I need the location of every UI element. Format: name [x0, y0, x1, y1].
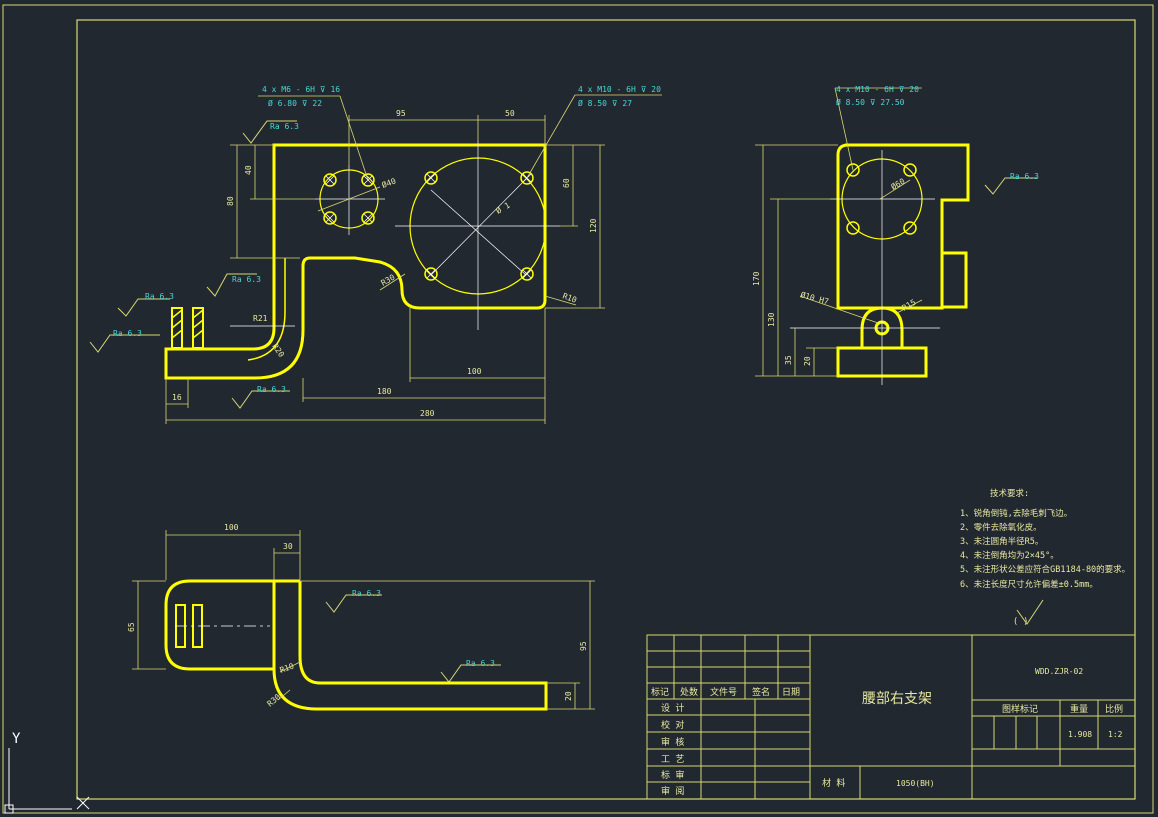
dim-60: 60 — [562, 178, 571, 188]
ra-label-8: Ra 6.3 — [466, 659, 495, 668]
dim-20: 20 — [803, 356, 812, 366]
dim-16: 16 — [172, 393, 182, 402]
front-view — [164, 143, 547, 380]
m10b-drill-callout: Ø 8.50 ⊽ 27.50 — [836, 97, 905, 107]
dim-280: 280 — [420, 409, 435, 418]
top-dim-30: 30 — [283, 542, 293, 551]
dim-180: 180 — [377, 387, 392, 396]
front-leaders — [258, 94, 662, 181]
tb-weight-label: 重量 — [1070, 703, 1088, 715]
phi10-label: Ø10 H7 — [799, 289, 830, 306]
r21-label: R21 — [253, 314, 268, 323]
m10-drill-callout: Ø 8.50 ⊽ 27 — [578, 98, 632, 108]
tb-role-4: 工 艺 — [661, 754, 684, 765]
m6-callout: 4 x M6 - 6H ⊽ 16 — [262, 85, 340, 94]
front-holes — [323, 171, 534, 281]
dim-120: 120 — [589, 218, 598, 233]
dim-130: 130 — [767, 312, 776, 327]
ucs-y-label: Y — [12, 731, 21, 747]
ra-label-5: Ra 6.3 — [257, 385, 286, 394]
tb-sign: 签名 — [752, 686, 770, 698]
top-dim-lines — [132, 530, 595, 710]
ra-label-6: Ra 6.3 — [1010, 172, 1039, 181]
tb-role-1: 设 计 — [661, 702, 684, 714]
ra-label-7: Ra 6.3 — [352, 589, 381, 598]
front-dim-lines — [165, 115, 605, 424]
ra-label-2: Ra 6.3 — [145, 292, 174, 301]
side-body — [836, 143, 970, 310]
tb-mark: 标记 — [651, 686, 669, 698]
note-1: 1、锐角倒钝,去除毛刺飞边。 — [960, 508, 1072, 519]
front-centerlines — [230, 140, 560, 330]
front-outline — [164, 143, 547, 380]
side-holes — [846, 163, 917, 235]
m10b-callout: 4 x M10 - 6H ⊽ 20 — [836, 85, 919, 94]
note-5: 5、未注形状公差应符合GB1184-80的要求。 — [960, 564, 1130, 575]
tb-role-6: 审 阅 — [661, 785, 684, 797]
top-outline — [164, 579, 548, 711]
material-value: 1050(BH) — [896, 779, 935, 788]
tb-count: 处数 — [680, 686, 698, 698]
note-6: 6、未注长度尺寸允许偏差±0.5mm。 — [960, 579, 1098, 590]
dim-95: 95 — [396, 109, 406, 118]
tb-scale-label: 比例 — [1105, 703, 1123, 715]
r15-label: R15 — [901, 298, 918, 313]
side-dim-lines — [755, 87, 923, 377]
top-dim-20: 20 — [564, 691, 573, 701]
dim-50: 50 — [505, 109, 515, 118]
ra-label-1: Ra 6.3 — [270, 122, 299, 131]
inner-frame — [76, 19, 1136, 800]
outer-frame — [2, 4, 1154, 814]
ucs-icon — [4, 748, 90, 814]
roughness-symbols — [89, 120, 1044, 683]
ra-label-3: Ra 6.3 — [232, 275, 261, 284]
ra-label-4: Ra 6.3 — [113, 329, 142, 338]
r20-label: R20 — [270, 342, 286, 359]
tb-weight-value: 1.908 — [1068, 730, 1092, 739]
tb-date: 日期 — [782, 687, 800, 698]
side-centerlines — [790, 150, 940, 385]
top-r10-label: R10 — [279, 661, 296, 674]
tb-file: 文件号 — [710, 686, 737, 698]
roughness-paren: ( ) — [1013, 617, 1028, 627]
title-block-lines — [646, 634, 1136, 800]
tb-role-3: 审 核 — [661, 736, 684, 748]
tb-role-5: 标 审 — [661, 769, 684, 781]
top-dim-95: 95 — [579, 641, 588, 651]
note-3: 3、未注圆角半径R5。 — [960, 536, 1043, 547]
tb-stage-label: 图样标记 — [1002, 703, 1038, 715]
material-label: 材 料 — [822, 777, 845, 789]
m6-drill-callout: Ø 6.80 ⊽ 22 — [268, 98, 322, 108]
phi-big-label: Ø 1 — [494, 200, 512, 216]
top-view — [164, 579, 548, 711]
dim-40: 40 — [244, 165, 253, 175]
front-bend-line — [247, 258, 286, 361]
dim-80: 80 — [226, 196, 235, 206]
dim-100: 100 — [467, 367, 482, 376]
note-2: 2、零件去除氧化皮。 — [960, 522, 1042, 533]
tb-scale-value: 1:2 — [1108, 730, 1123, 739]
top-dim-100: 100 — [224, 523, 239, 532]
drawing-number: WDD.ZJR-02 — [1035, 667, 1083, 676]
note-4: 4、未注倒角均为2×45°。 — [960, 550, 1059, 561]
dim-35: 35 — [784, 355, 793, 365]
phi40-label: Ø40 — [380, 175, 397, 189]
tb-role-2: 校 对 — [661, 719, 684, 731]
m10-callout: 4 x M10 - 6H ⊽ 20 — [578, 85, 661, 94]
r10-label: R10 — [561, 291, 578, 304]
phi60-label: Ø60 — [889, 176, 907, 192]
drawing-title: 腰部右支架 — [862, 691, 932, 707]
notes-heading: 技术要求: — [990, 488, 1029, 499]
front-hatch — [171, 309, 204, 339]
dim-170: 170 — [752, 271, 761, 286]
top-dim-65: 65 — [127, 622, 136, 632]
r30-label: R30 — [380, 273, 397, 288]
